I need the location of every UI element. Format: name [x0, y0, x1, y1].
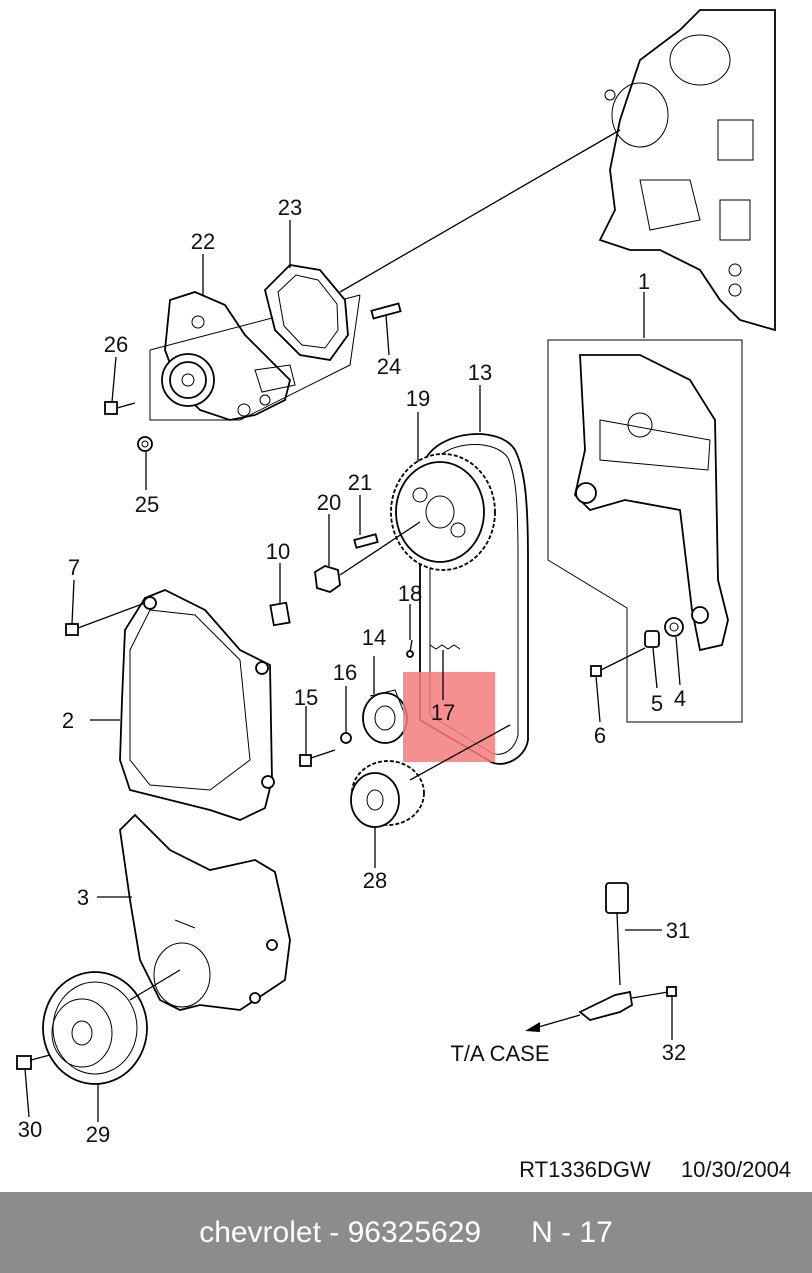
pin-18: [406, 639, 414, 658]
pump-gasket: [264, 264, 349, 361]
camshaft-sprocket: [390, 453, 496, 571]
callout-7: 7: [68, 555, 80, 580]
reference-date: 10/30/2004: [681, 1157, 791, 1182]
bolt-15: [299, 749, 336, 767]
callout-4: 4: [674, 686, 686, 711]
spring-17: [429, 644, 461, 650]
crank-sensor: [578, 882, 633, 1021]
reference-code: RT1336DGW: [519, 1157, 651, 1182]
footer-brand: chevrolet: [199, 1215, 321, 1249]
exploded-parts-diagram: 1 2 3 4 5 6 7 10 13 14 15 16 17 18 19 20…: [16, 9, 791, 1182]
callout-5: 5: [651, 691, 663, 716]
callout-19: 19: [406, 386, 430, 411]
bolt-6: [590, 647, 646, 677]
nut-4: [664, 617, 684, 637]
key-10: [269, 601, 291, 627]
rear-cover-box: [547, 339, 743, 723]
callout-2: 2: [62, 708, 74, 733]
callout-10: 10: [266, 539, 290, 564]
footer-bar: chevrolet - 96325629 N - 17: [0, 1192, 812, 1273]
callout-16: 16: [333, 660, 357, 685]
callout-20: 20: [317, 490, 341, 515]
callout-18: 18: [398, 581, 422, 606]
lower-front-cover: [119, 813, 291, 1011]
callout-26: 26: [104, 332, 128, 357]
callout-3: 3: [77, 885, 89, 910]
bolt-32: [631, 986, 677, 999]
callout-15: 15: [294, 685, 318, 710]
footer-part-number: 96325629: [347, 1215, 482, 1249]
callout-labels: 1 2 3 4 5 6 7 10 13 14 15 16 17 18 19 20…: [18, 195, 690, 1147]
callout-21: 21: [348, 470, 372, 495]
callout-6: 6: [594, 723, 606, 748]
callout-1: 1: [638, 269, 650, 294]
footer-separator: -: [320, 1215, 348, 1249]
highlight-box: [403, 672, 495, 762]
ta-case-label: T/A CASE: [450, 1041, 549, 1066]
callout-29: 29: [86, 1122, 110, 1147]
callout-28: 28: [363, 868, 387, 893]
nut-25: [137, 436, 153, 452]
bolt-30: [16, 1054, 51, 1070]
footer-position-label: N - 17: [531, 1215, 613, 1249]
stud-24: [370, 302, 402, 320]
bushing-5: [644, 630, 660, 648]
footer-gap: [481, 1216, 531, 1250]
callout-25: 25: [135, 492, 159, 517]
water-pump: [161, 291, 296, 421]
callout-23: 23: [278, 195, 302, 220]
callout-31: 31: [666, 918, 690, 943]
crank-pulley: [42, 969, 181, 1085]
pin-21: [353, 533, 379, 549]
callout-22: 22: [191, 229, 215, 254]
ta-case-arrow: [525, 1014, 581, 1032]
engine-block: [598, 9, 776, 332]
crankshaft-sprocket: [350, 724, 511, 828]
tensioner-14: [362, 689, 408, 744]
callout-32: 32: [662, 1040, 686, 1065]
bolt-26: [104, 401, 136, 415]
callout-30: 30: [18, 1117, 42, 1142]
callout-14: 14: [362, 625, 386, 650]
upper-front-cover: [119, 589, 275, 821]
callout-leaders: [24, 220, 681, 1122]
callout-17: 17: [431, 700, 455, 725]
bolt-20: [314, 521, 421, 593]
washer-16: [340, 732, 352, 744]
callout-13: 13: [468, 360, 492, 385]
callout-24: 24: [377, 354, 401, 379]
